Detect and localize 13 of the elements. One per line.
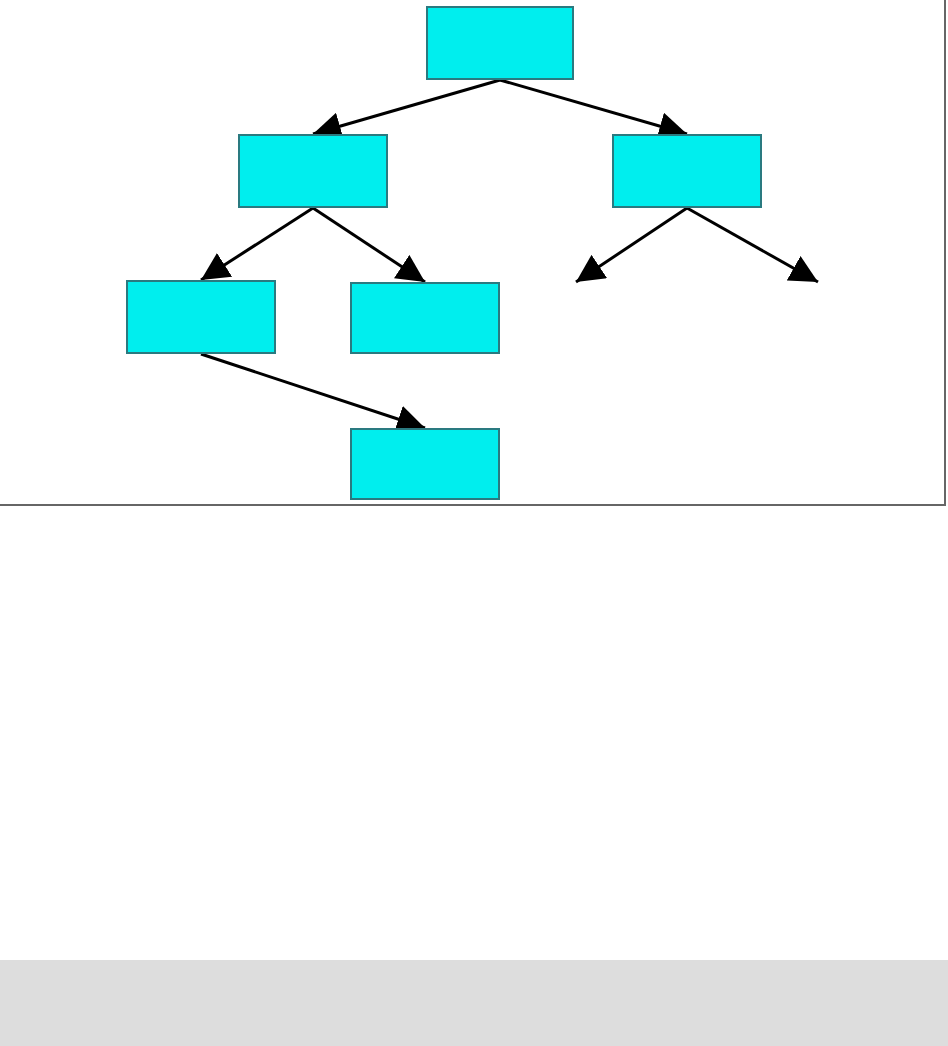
tree-box xyxy=(350,282,500,354)
tree-box xyxy=(426,6,574,80)
tree-box xyxy=(612,134,762,208)
tree-box xyxy=(126,280,276,354)
arrow xyxy=(499,78,688,140)
arrow xyxy=(200,352,426,433)
arrow xyxy=(200,206,314,282)
arrow xyxy=(575,206,688,284)
tree-box xyxy=(350,428,500,500)
arrow xyxy=(686,206,819,284)
arrow xyxy=(312,78,501,140)
tree-box xyxy=(238,134,388,208)
arrow xyxy=(312,206,426,284)
